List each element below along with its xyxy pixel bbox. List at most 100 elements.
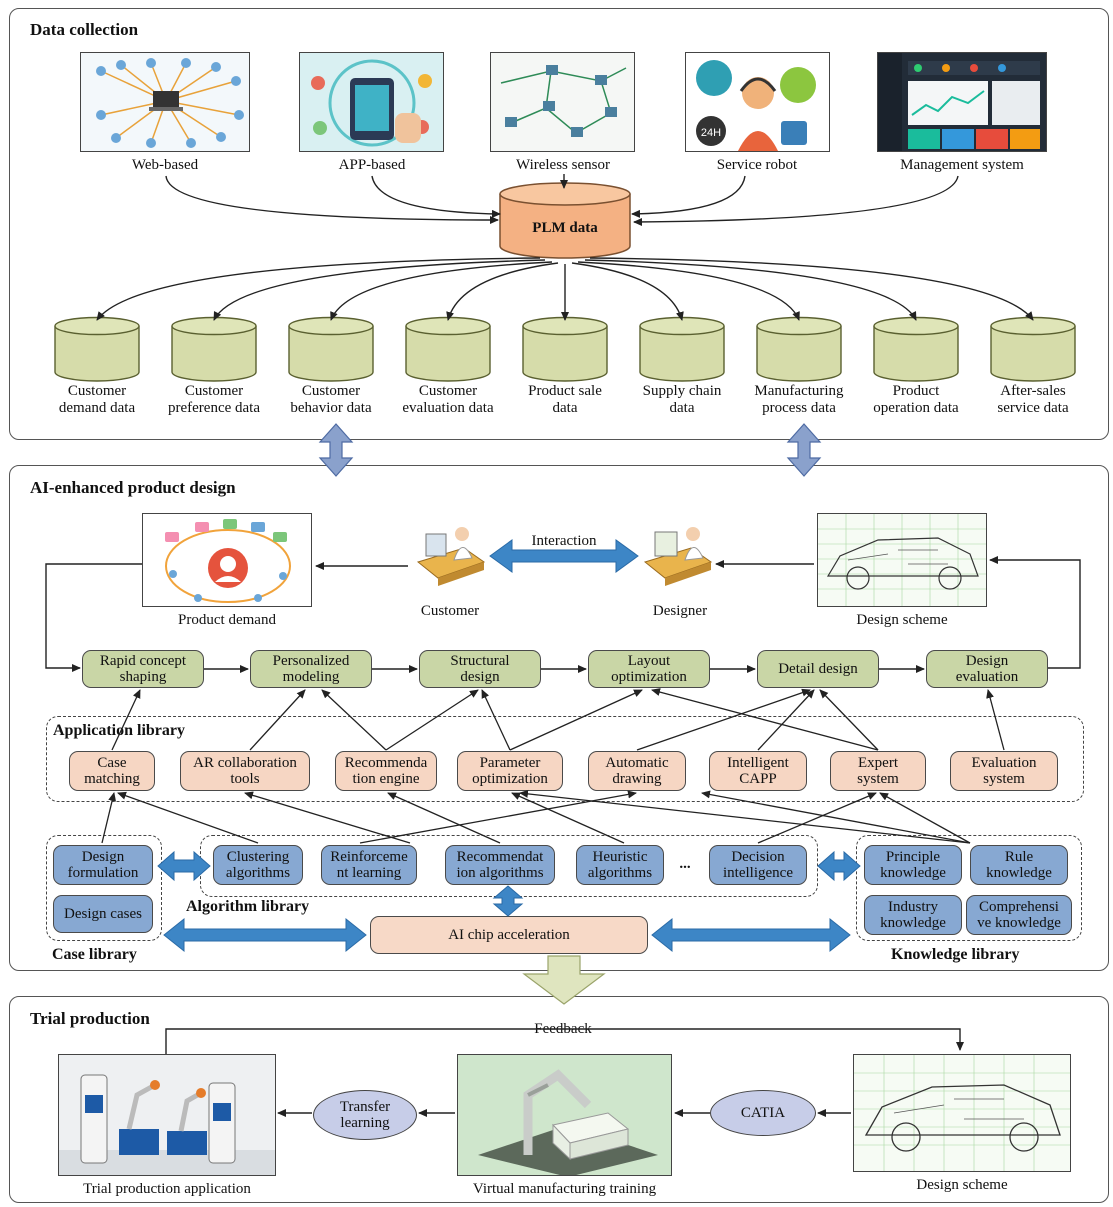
product-demand-label: Product demand — [178, 612, 276, 628]
robot-to-plm-arrow — [631, 175, 746, 218]
design-scheme-label-top: Design scheme — [856, 612, 948, 628]
source-label-web: Web-based — [131, 157, 199, 173]
design-scheme-image-top — [817, 513, 987, 607]
plm-to-db9-arrow — [589, 257, 1034, 321]
car-blueprint-icon — [818, 514, 986, 606]
sensor-network-icon — [500, 65, 627, 137]
product-demand-image — [142, 513, 312, 607]
interaction-label: Interaction — [531, 533, 597, 549]
trial-production-label: Trial production application — [83, 1181, 251, 1197]
design-to-trial-arrow — [522, 955, 606, 1005]
ai-chip-acceleration: AI chip acceleration — [370, 916, 648, 954]
plm-data-cylinder: PLM data — [498, 182, 632, 260]
car-blueprint-icon — [854, 1055, 1070, 1171]
network-hub-icon — [96, 58, 244, 148]
plm-data-label: PLM data — [532, 220, 598, 236]
svg-text:24H: 24H — [701, 127, 721, 139]
database-cylinder — [989, 316, 1077, 384]
database-cylinder — [287, 316, 375, 384]
knowledge-library-label: Knowledge library — [891, 946, 1020, 963]
application-library-label: Application library — [53, 722, 186, 739]
plm-to-db3-arrow — [330, 261, 553, 321]
algorithm-chip-arrow — [492, 885, 524, 917]
virtual-manufacturing-image — [457, 1054, 672, 1176]
case-design-cases: Design cases — [53, 895, 153, 933]
design-scheme-image-bottom — [853, 1054, 1071, 1172]
collection-design-arrow-right — [786, 423, 822, 477]
plm-to-db6-arrow — [571, 262, 684, 321]
case-chip-arrow — [163, 917, 367, 953]
source-label-app: APP-based — [338, 157, 406, 173]
ai-product-design-title: AI-enhanced product design — [30, 478, 236, 497]
customer-service-icon: 24H — [696, 60, 816, 151]
plm-to-db7-arrow — [577, 261, 800, 321]
collection-design-arrow-left — [318, 423, 354, 477]
database-cylinder — [638, 316, 726, 384]
web-based-image — [80, 52, 250, 152]
virtual-manufacturing-label: Virtual manufacturing training — [472, 1181, 657, 1197]
catia-node: CATIA — [710, 1090, 816, 1136]
process-detail-design: Detail design — [757, 650, 879, 688]
data-collection-title: Data collection — [30, 20, 139, 39]
feedback-arrow — [165, 1028, 964, 1054]
source-label-wireless: Wireless sensor — [516, 157, 610, 173]
source-label-management: Management system — [900, 157, 1024, 173]
management-to-plm-arrow — [633, 175, 959, 226]
database-cylinder — [521, 316, 609, 384]
demand-to-concept-arrow — [45, 563, 142, 672]
chip-knowledge-arrow — [651, 917, 851, 953]
service-robot-image: 24H — [685, 52, 830, 152]
case-library-label: Case library — [52, 946, 137, 963]
management-system-image — [877, 52, 1047, 152]
algorithm-knowledge-arrow — [817, 850, 861, 882]
dashboard-icon — [878, 53, 1040, 151]
smartphone-app-icon — [311, 59, 432, 147]
plm-to-db8-arrow — [584, 259, 917, 321]
plm-to-db4-arrow — [446, 262, 559, 321]
designer-label: Designer — [652, 603, 708, 619]
wireless-sensor-image — [490, 52, 635, 152]
app-to-plm-arrow — [371, 175, 501, 218]
trial-production-image — [58, 1054, 276, 1176]
algorithm-ellipsis: ... — [679, 856, 691, 872]
robot-arm-simulation-icon — [458, 1055, 671, 1175]
case-algorithm-arrow — [157, 850, 211, 882]
database-cylinder — [170, 316, 258, 384]
algorithm-library-label: Algorithm library — [186, 898, 310, 915]
plm-to-db2-arrow — [213, 259, 546, 321]
plm-to-db1-arrow — [96, 257, 541, 321]
user-profile-icon — [165, 519, 291, 603]
database-cylinder — [872, 316, 960, 384]
database-cylinder — [53, 316, 141, 384]
evaluation-to-scheme-arrow — [989, 556, 1081, 669]
